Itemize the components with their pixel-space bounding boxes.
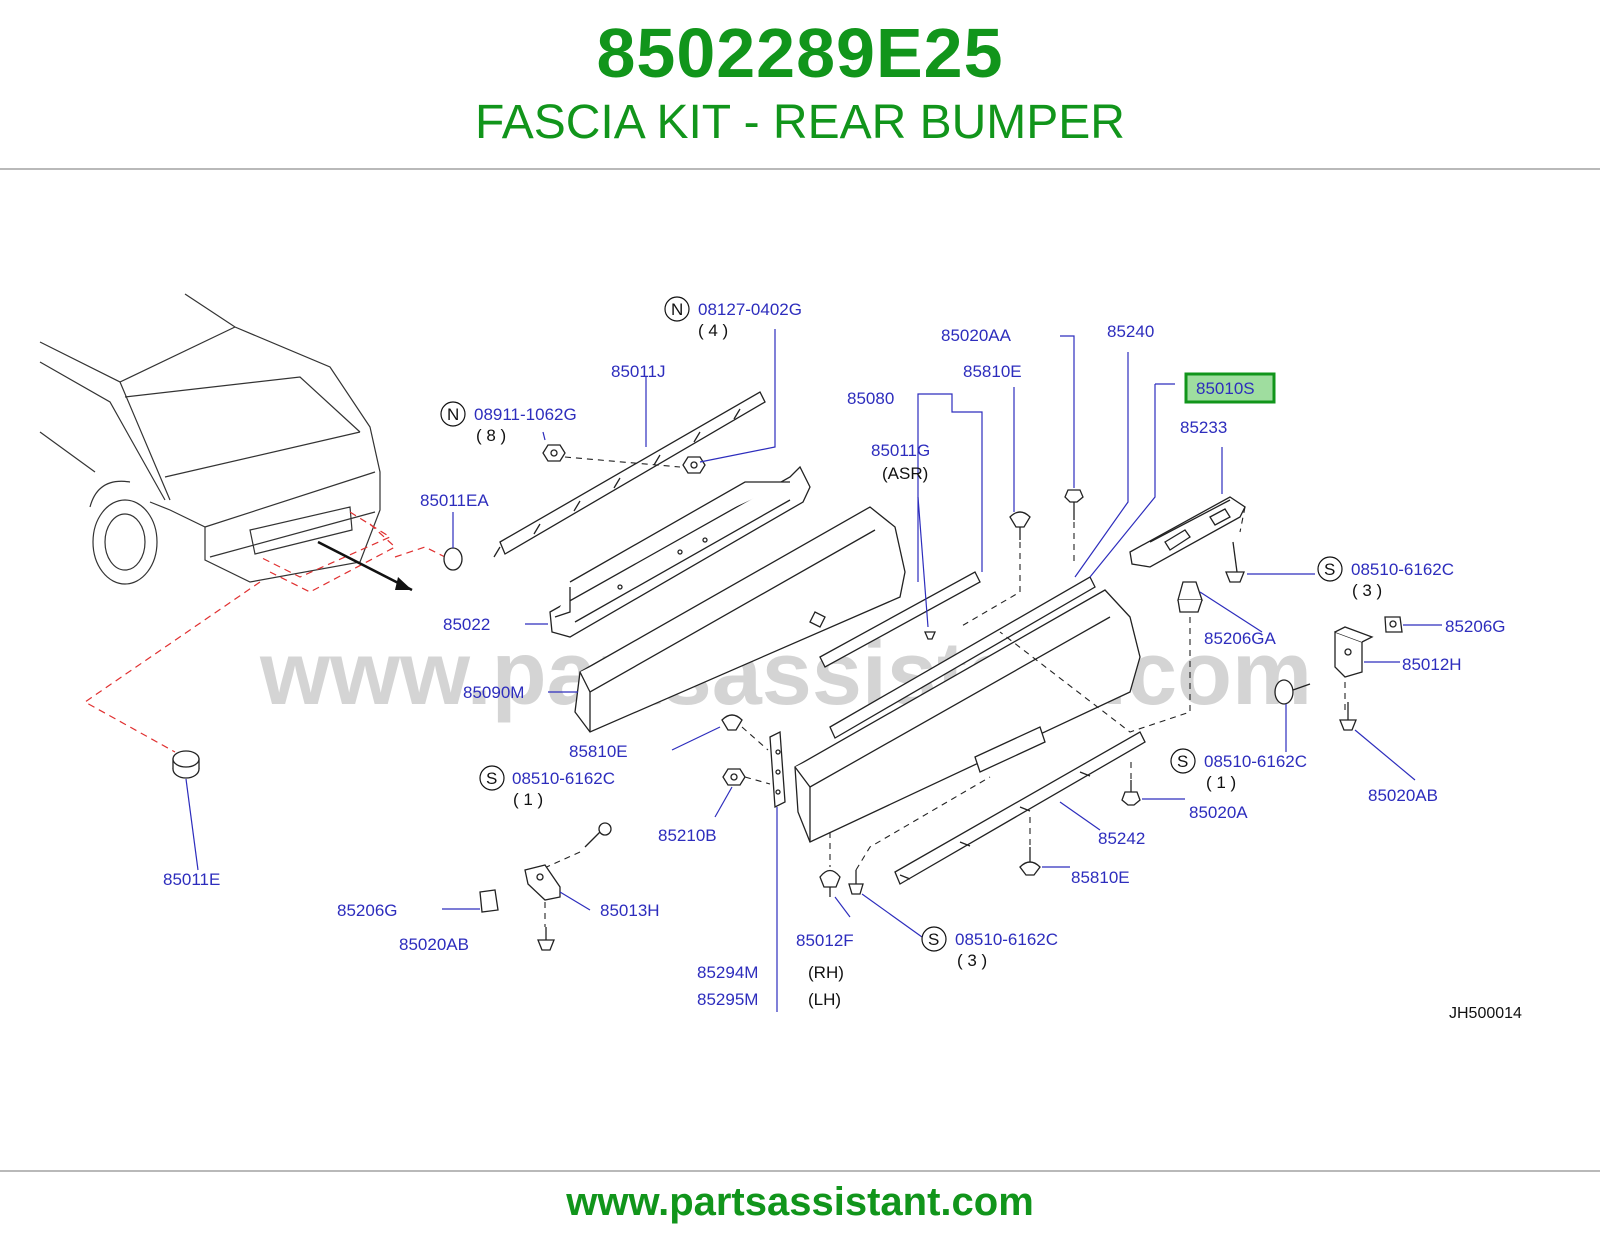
callout-85020AB-left[interactable]: 85020AB bbox=[399, 935, 469, 954]
qty-8: ( 8 ) bbox=[476, 426, 506, 445]
asr-note: (ASR) bbox=[882, 464, 928, 483]
qty-4: ( 4 ) bbox=[698, 321, 728, 340]
side-bracket-85294M bbox=[769, 730, 786, 809]
strip-85240 bbox=[829, 576, 1096, 739]
callout-85242[interactable]: 85242 bbox=[1098, 829, 1145, 848]
svg-text:N: N bbox=[671, 300, 683, 319]
clip-85206G-left bbox=[479, 889, 499, 913]
callout-85011J[interactable]: 85011J bbox=[611, 362, 666, 381]
callout-85210B[interactable]: 85210B bbox=[658, 826, 717, 845]
n-symbol-08127: N bbox=[664, 296, 690, 322]
bolt-85020AB-right bbox=[1339, 702, 1357, 731]
bolt-85020A bbox=[1121, 780, 1141, 806]
svg-text:S: S bbox=[486, 769, 497, 788]
retainer-85011J bbox=[493, 391, 766, 558]
bracket-85013H bbox=[524, 864, 561, 901]
callout-85012H[interactable]: 85012H bbox=[1402, 655, 1462, 674]
callout-85011G[interactable]: 85011G bbox=[871, 441, 930, 460]
strip-85080 bbox=[819, 571, 981, 668]
arrow-head-icon bbox=[395, 577, 412, 590]
bumper-fascia-85010S bbox=[794, 589, 1141, 843]
qty-3-c: ( 3 ) bbox=[957, 951, 987, 970]
screw-08510-6162C-c bbox=[848, 870, 864, 895]
callout-85011EA[interactable]: 85011EA bbox=[420, 491, 489, 510]
svg-text:S: S bbox=[928, 930, 939, 949]
qty-3-a: ( 3 ) bbox=[1352, 581, 1382, 600]
callout-85020AA[interactable]: 85020AA bbox=[941, 326, 1012, 345]
screw-08510-6162C-d bbox=[584, 822, 612, 848]
highlight-box-85010S bbox=[1184, 372, 1276, 404]
screw-08510-6162C-a bbox=[1225, 541, 1245, 583]
s-symbol-b: S bbox=[1170, 748, 1196, 774]
bracket-85233 bbox=[1129, 496, 1246, 568]
callout-08911-1062G[interactable]: 08911-1062G bbox=[474, 405, 577, 424]
nut-85210B bbox=[722, 768, 746, 786]
bolt-85020AA bbox=[1064, 489, 1084, 520]
svg-text:N: N bbox=[447, 405, 459, 424]
nut-08127-0402G bbox=[682, 456, 706, 474]
absorber-85090M bbox=[574, 506, 906, 733]
callout-08510-6162C-d[interactable]: 08510-6162C bbox=[512, 769, 615, 788]
callout-85233[interactable]: 85233 bbox=[1180, 418, 1227, 437]
plug-85011E bbox=[172, 750, 200, 779]
svg-text:S: S bbox=[1324, 560, 1335, 579]
car-illustration bbox=[39, 293, 381, 585]
s-symbol-d: S bbox=[479, 765, 505, 791]
parts-diagram: www.partsassistant.com bbox=[0, 272, 1600, 1062]
svg-text:S: S bbox=[1177, 752, 1188, 771]
callout-85080[interactable]: 85080 bbox=[847, 389, 894, 408]
callout-85810E-bottom[interactable]: 85810E bbox=[1071, 868, 1130, 887]
nut-08911-1062G bbox=[542, 444, 566, 462]
clip-85206GA bbox=[1177, 581, 1203, 613]
callout-85022[interactable]: 85022 bbox=[443, 615, 490, 634]
reinforcement-85022 bbox=[549, 465, 811, 638]
footer-divider bbox=[0, 1170, 1600, 1172]
bracket-85012H bbox=[1334, 626, 1374, 678]
callout-08510-6162C-a[interactable]: 08510-6162C bbox=[1351, 560, 1454, 579]
part-number-title: 8502289E25 bbox=[596, 14, 1004, 92]
callout-85020A[interactable]: 85020A bbox=[1189, 803, 1248, 822]
callout-85295M[interactable]: 85295M bbox=[697, 990, 758, 1009]
callout-85294M[interactable]: 85294M bbox=[697, 963, 758, 982]
qty-1-d: ( 1 ) bbox=[513, 790, 543, 809]
callout-85013H[interactable]: 85013H bbox=[600, 901, 660, 920]
bolt-85020AB-left bbox=[537, 927, 555, 951]
clip-85810E-mid bbox=[721, 714, 743, 731]
callout-85011E[interactable]: 85011E bbox=[163, 870, 220, 889]
callout-85206G-right[interactable]: 85206G bbox=[1445, 617, 1506, 636]
clip-85011G bbox=[924, 631, 936, 640]
header-divider bbox=[0, 168, 1600, 170]
callout-85810E-top[interactable]: 85810E bbox=[963, 362, 1022, 381]
callout-85206G-left[interactable]: 85206G bbox=[337, 901, 398, 920]
diagram-code: JH500014 bbox=[1449, 1005, 1522, 1022]
page-header: 8502289E25 FASCIA KIT - REAR BUMPER bbox=[0, 0, 1600, 170]
direction-arrow bbox=[317, 540, 413, 592]
callout-85020AB-right[interactable]: 85020AB bbox=[1368, 786, 1438, 805]
callout-08510-6162C-c[interactable]: 08510-6162C bbox=[955, 930, 1058, 949]
callout-85012F[interactable]: 85012F bbox=[796, 931, 854, 950]
plug-85011EA bbox=[443, 547, 463, 571]
clip-85012F bbox=[819, 869, 841, 897]
callout-85090M[interactable]: 85090M bbox=[463, 683, 524, 702]
s-symbol-a: S bbox=[1317, 556, 1343, 582]
footer-url-link[interactable]: www.partsassistant.com bbox=[566, 1180, 1034, 1224]
qty-1-b: ( 1 ) bbox=[1206, 773, 1236, 792]
callout-85010S[interactable]: 85010S bbox=[1196, 379, 1255, 398]
part-description: FASCIA KIT - REAR BUMPER bbox=[475, 96, 1125, 149]
s-symbol-c: S bbox=[921, 926, 947, 952]
callout-85240[interactable]: 85240 bbox=[1107, 322, 1154, 341]
n-symbol-08911: N bbox=[440, 401, 466, 427]
rh-note: (RH) bbox=[808, 963, 844, 982]
clip-85810E-bottom bbox=[1019, 847, 1041, 876]
lh-note: (LH) bbox=[808, 990, 841, 1009]
callout-08127-0402G[interactable]: 08127-0402G bbox=[698, 300, 802, 319]
clip-85810E-top bbox=[1009, 511, 1031, 540]
callout-85810E-mid[interactable]: 85810E bbox=[569, 742, 628, 761]
strip-85242 bbox=[894, 731, 1146, 885]
clip-85206G-right bbox=[1384, 616, 1403, 633]
callout-08510-6162C-b[interactable]: 08510-6162C bbox=[1204, 752, 1307, 771]
screw-08510-6162C-b bbox=[1274, 679, 1311, 705]
callout-85206GA[interactable]: 85206GA bbox=[1204, 629, 1276, 648]
